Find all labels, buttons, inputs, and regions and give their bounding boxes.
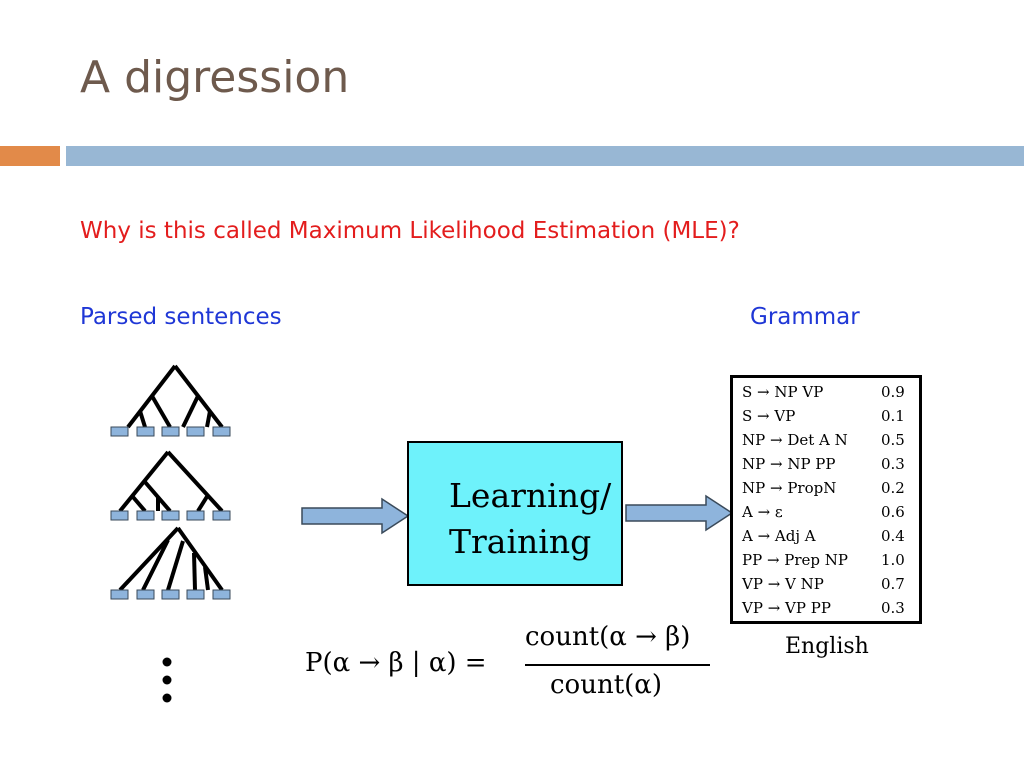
question-text: Why is this called Maximum Likelihood Es… (80, 218, 740, 244)
arrow-to-learning (301, 497, 410, 535)
training-label: Training (449, 522, 592, 561)
fraction-bar (525, 664, 710, 666)
grammar-rules-box: S → NP VP 0.9 S → VP 0.1 NP → Det A N 0.… (730, 375, 922, 624)
language-label: English (785, 634, 869, 659)
grammar-prob: 0.3 (881, 599, 905, 617)
grammar-rule: VP → VP PP (742, 599, 831, 617)
formula-numerator: count(α → β) (525, 622, 691, 652)
accent-bar-blue (66, 146, 1024, 166)
grammar-rule: VP → V NP (742, 575, 824, 593)
formula-lhs: P(α → β | α) = (305, 648, 487, 678)
grammar-prob: 1.0 (881, 551, 905, 569)
mle-formula: P(α → β | α) = count(α → β) count(α) (305, 620, 725, 710)
grammar-prob: 0.2 (881, 479, 905, 497)
arrow-to-grammar (625, 494, 734, 532)
accent-bar-orange (0, 146, 60, 166)
grammar-rule: NP → Det A N (742, 431, 848, 449)
grammar-rule: A → Adj A (742, 527, 816, 545)
grammar-rule: S → NP VP (742, 383, 824, 401)
grammar-rule: NP → PropN (742, 479, 837, 497)
parsed-sentences-label: Parsed sentences (80, 304, 282, 330)
grammar-prob: 0.3 (881, 455, 905, 473)
grammar-rule: NP → NP PP (742, 455, 836, 473)
grammar-prob: 0.6 (881, 503, 905, 521)
grammar-prob: 0.5 (881, 431, 905, 449)
slide-title: A digression (80, 52, 350, 103)
parse-tree-1 (126, 364, 224, 429)
grammar-rule: S → VP (742, 407, 796, 425)
ellipsis-dots (162, 657, 172, 703)
grammar-label: Grammar (750, 304, 860, 330)
learning-training-box: Learning/ Training (407, 441, 623, 586)
formula-denominator: count(α) (550, 670, 662, 700)
learning-label: Learning/ (449, 476, 612, 515)
parse-tree-2-leaves (110, 510, 231, 521)
grammar-prob: 0.4 (881, 527, 905, 545)
grammar-prob: 0.1 (881, 407, 905, 425)
parse-tree-1-leaves (110, 426, 231, 437)
grammar-rule: PP → Prep NP (742, 551, 849, 569)
parse-tree-2 (118, 450, 224, 513)
grammar-prob: 0.7 (881, 575, 905, 593)
grammar-rule: A → ε (742, 503, 783, 521)
grammar-prob: 0.9 (881, 383, 905, 401)
parse-tree-3 (118, 526, 224, 592)
parse-tree-3-leaves (110, 589, 231, 600)
